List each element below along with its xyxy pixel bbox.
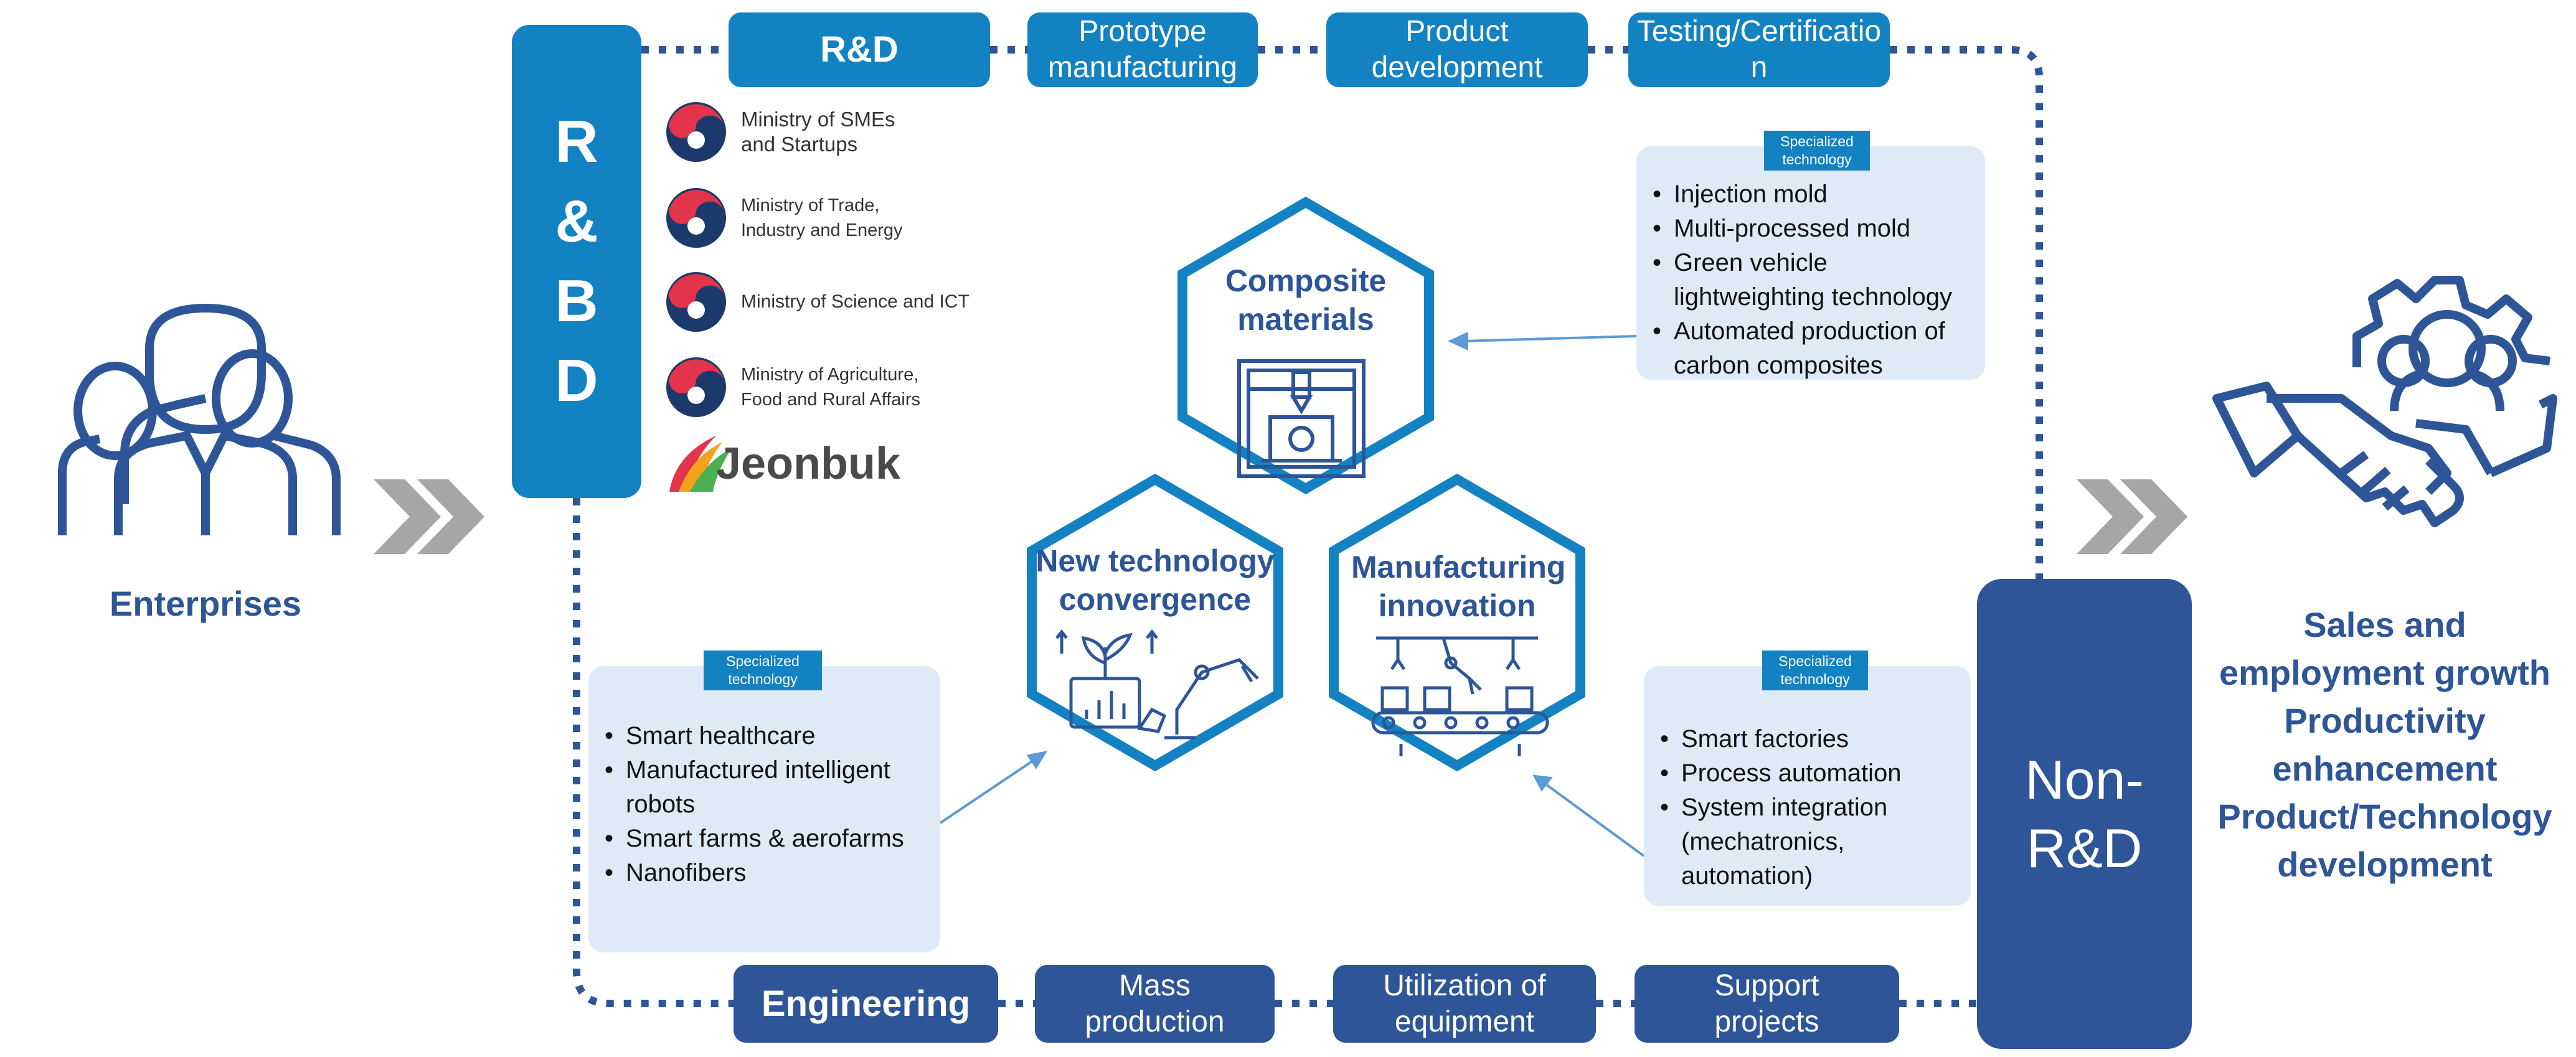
- list-item: System integration (mechatronics, automa…: [1658, 791, 1958, 893]
- testing-step-box: Testing/Certification: [1628, 12, 1890, 87]
- engineering-step-label: Engineering: [761, 983, 971, 1024]
- outcome-line: enhancement: [2272, 749, 2498, 788]
- rbd-letter: D: [555, 347, 598, 414]
- list-item: Automated production of carbon composite…: [1650, 314, 1973, 383]
- composite-specialized-panel: Injection mold Multi-processed mold Gree…: [1636, 146, 1985, 380]
- testing-step-label: Testing/Certification: [1636, 15, 1882, 84]
- korea-emblem-icon: [665, 101, 727, 163]
- rbd-letter: R: [555, 108, 598, 175]
- korea-emblem-icon: [665, 271, 727, 333]
- equipment-step-label: Utilization of equipment: [1383, 969, 1546, 1038]
- prototype-step-label: Prototype manufacturing: [1047, 15, 1238, 84]
- manufacturing-innovation-label: Manufacturing innovation: [1351, 550, 1566, 623]
- rbd-vertical-box: R & B D: [512, 25, 641, 498]
- non-rd-box: Non-R&D: [1977, 579, 2192, 1049]
- prototype-step-box: Prototype manufacturing: [1027, 12, 1258, 87]
- outcome-line: Productivity: [2284, 701, 2486, 740]
- hexagon-convergence: [1027, 473, 1283, 772]
- korea-emblem-icon: [665, 356, 727, 418]
- product-step-box: Product development: [1326, 12, 1588, 87]
- outcome-line: development: [2277, 845, 2493, 884]
- equipment-step-box: Utilization of equipment: [1333, 965, 1596, 1043]
- mass-production-step-box: Mass production: [1035, 965, 1275, 1043]
- ministry-name: Ministry of Science and ICT: [741, 291, 970, 312]
- chevron-left-icon: [374, 479, 484, 554]
- outcome-line: employment growth: [2219, 653, 2551, 692]
- manufacturing-specialized-panel: Smart factories Process automation Syste…: [1644, 666, 1971, 906]
- engineering-step-box: Engineering: [734, 965, 998, 1043]
- ministry-name: Ministry of Agriculture, Food and Rural …: [741, 365, 921, 410]
- ministry-agriculture: Ministry of Agriculture, Food and Rural …: [665, 356, 940, 418]
- mass-production-step-label: Mass production: [1085, 969, 1225, 1038]
- outcome-line: Product/Technology: [2217, 797, 2552, 836]
- non-rd-label: Non-R&D: [2025, 748, 2144, 879]
- rd-step-box: R&D: [729, 12, 990, 87]
- korea-emblem-icon: [666, 188, 726, 248]
- convergence-specialized-panel: Smart healthcare Manufactured intelligen…: [588, 666, 940, 952]
- korea-emblem-icon: [666, 102, 726, 162]
- support-step-label: Support projects: [1714, 969, 1819, 1038]
- 3d-printer-icon: [1237, 359, 1366, 478]
- enterprises-label: Enterprises: [109, 584, 302, 623]
- list-item: Smart healthcare: [602, 719, 928, 753]
- chevron-right-icon: [2077, 479, 2187, 554]
- list-item: Manufactured intelligent robots: [602, 753, 928, 822]
- manufacturing-tech-list: Smart factories Process automation Syste…: [1658, 722, 1958, 893]
- ministry-name: Ministry of Trade, Industry and Energy: [741, 195, 903, 240]
- smart-farm-robot-icon: [1055, 629, 1259, 740]
- jeonbuk-logo-icon: [669, 436, 732, 492]
- ministry-name: Ministry of SMEs and Startups: [741, 108, 895, 156]
- hexagon-composite: [1177, 196, 1434, 495]
- ministry-smes: Ministry of SMEs and Startups: [665, 101, 928, 163]
- jeonbuk-logo: Jeonbuk: [666, 433, 900, 495]
- ministry-science: Ministry of Science and ICT: [665, 271, 970, 333]
- rbd-letter: &: [555, 188, 598, 255]
- korea-emblem-icon: [666, 357, 726, 417]
- outcomes-label: Sales and employment growth Productivity…: [2198, 601, 2572, 888]
- list-item: Smart factories: [1658, 722, 1958, 756]
- hexagon-manufacturing: [1329, 473, 1585, 772]
- list-item: Multi-processed mold: [1650, 212, 1973, 246]
- product-step-label: Product development: [1371, 15, 1543, 84]
- people-group-icon: [58, 304, 341, 535]
- korea-emblem-icon: [665, 187, 727, 249]
- convergence-tech-list: Smart healthcare Manufactured intelligen…: [602, 719, 928, 890]
- robot-conveyor-icon: [1371, 636, 1549, 756]
- new-technology-convergence-label: New technology convergence: [1036, 543, 1275, 617]
- connector-lines: [939, 331, 1645, 857]
- specialized-technology-tag: Specialized technology: [1764, 131, 1870, 171]
- list-item: Smart farms & aerofarms: [602, 822, 928, 856]
- outcome-line: Sales and: [2303, 605, 2466, 644]
- dotted-frame: [573, 46, 2043, 1007]
- list-item: Green vehicle lightweighting technology: [1650, 246, 1973, 314]
- specialized-technology-tag: Specialized technology: [1762, 651, 1868, 690]
- support-step-box: Support projects: [1635, 965, 1899, 1043]
- ministry-trade: Ministry of Trade, Industry and Energy: [665, 187, 922, 249]
- list-item: Nanofibers: [602, 856, 928, 890]
- composite-tech-list: Injection mold Multi-processed mold Gree…: [1650, 177, 1973, 383]
- korea-emblem-icon: [666, 272, 726, 332]
- handshake-gear-icon: [2212, 276, 2557, 527]
- specialized-technology-tag: Specialized technology: [704, 651, 822, 690]
- composite-materials-label: Composite materials: [1225, 263, 1387, 337]
- jeonbuk-name: Jeonbuk: [716, 439, 901, 489]
- list-item: Injection mold: [1650, 177, 1973, 212]
- rd-step-label: R&D: [820, 29, 899, 70]
- rbd-letter: B: [555, 268, 598, 334]
- list-item: Process automation: [1658, 756, 1958, 791]
